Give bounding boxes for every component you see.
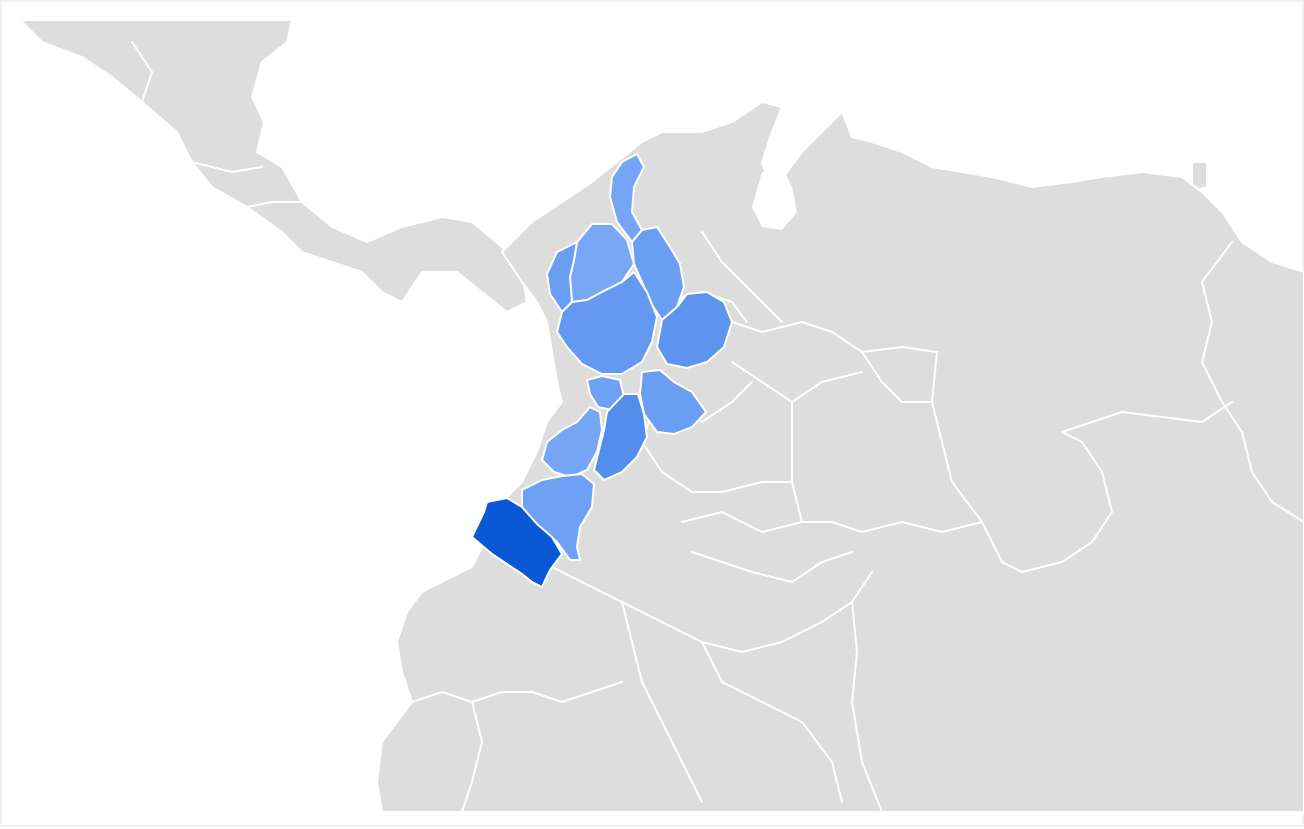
highlighted-regions [471,153,733,588]
region-santander-boyaca[interactable] [656,291,733,369]
land-central-america [19,19,528,313]
region-tolima[interactable] [593,393,648,481]
land-south-america [376,101,1304,813]
region-antioquia[interactable] [556,271,658,375]
border-lines [131,41,1304,813]
lake-maracaibo [752,167,797,230]
region-narino[interactable] [471,497,563,588]
land-islands [1191,161,1208,193]
region-valle-del-cauca[interactable] [541,406,603,478]
